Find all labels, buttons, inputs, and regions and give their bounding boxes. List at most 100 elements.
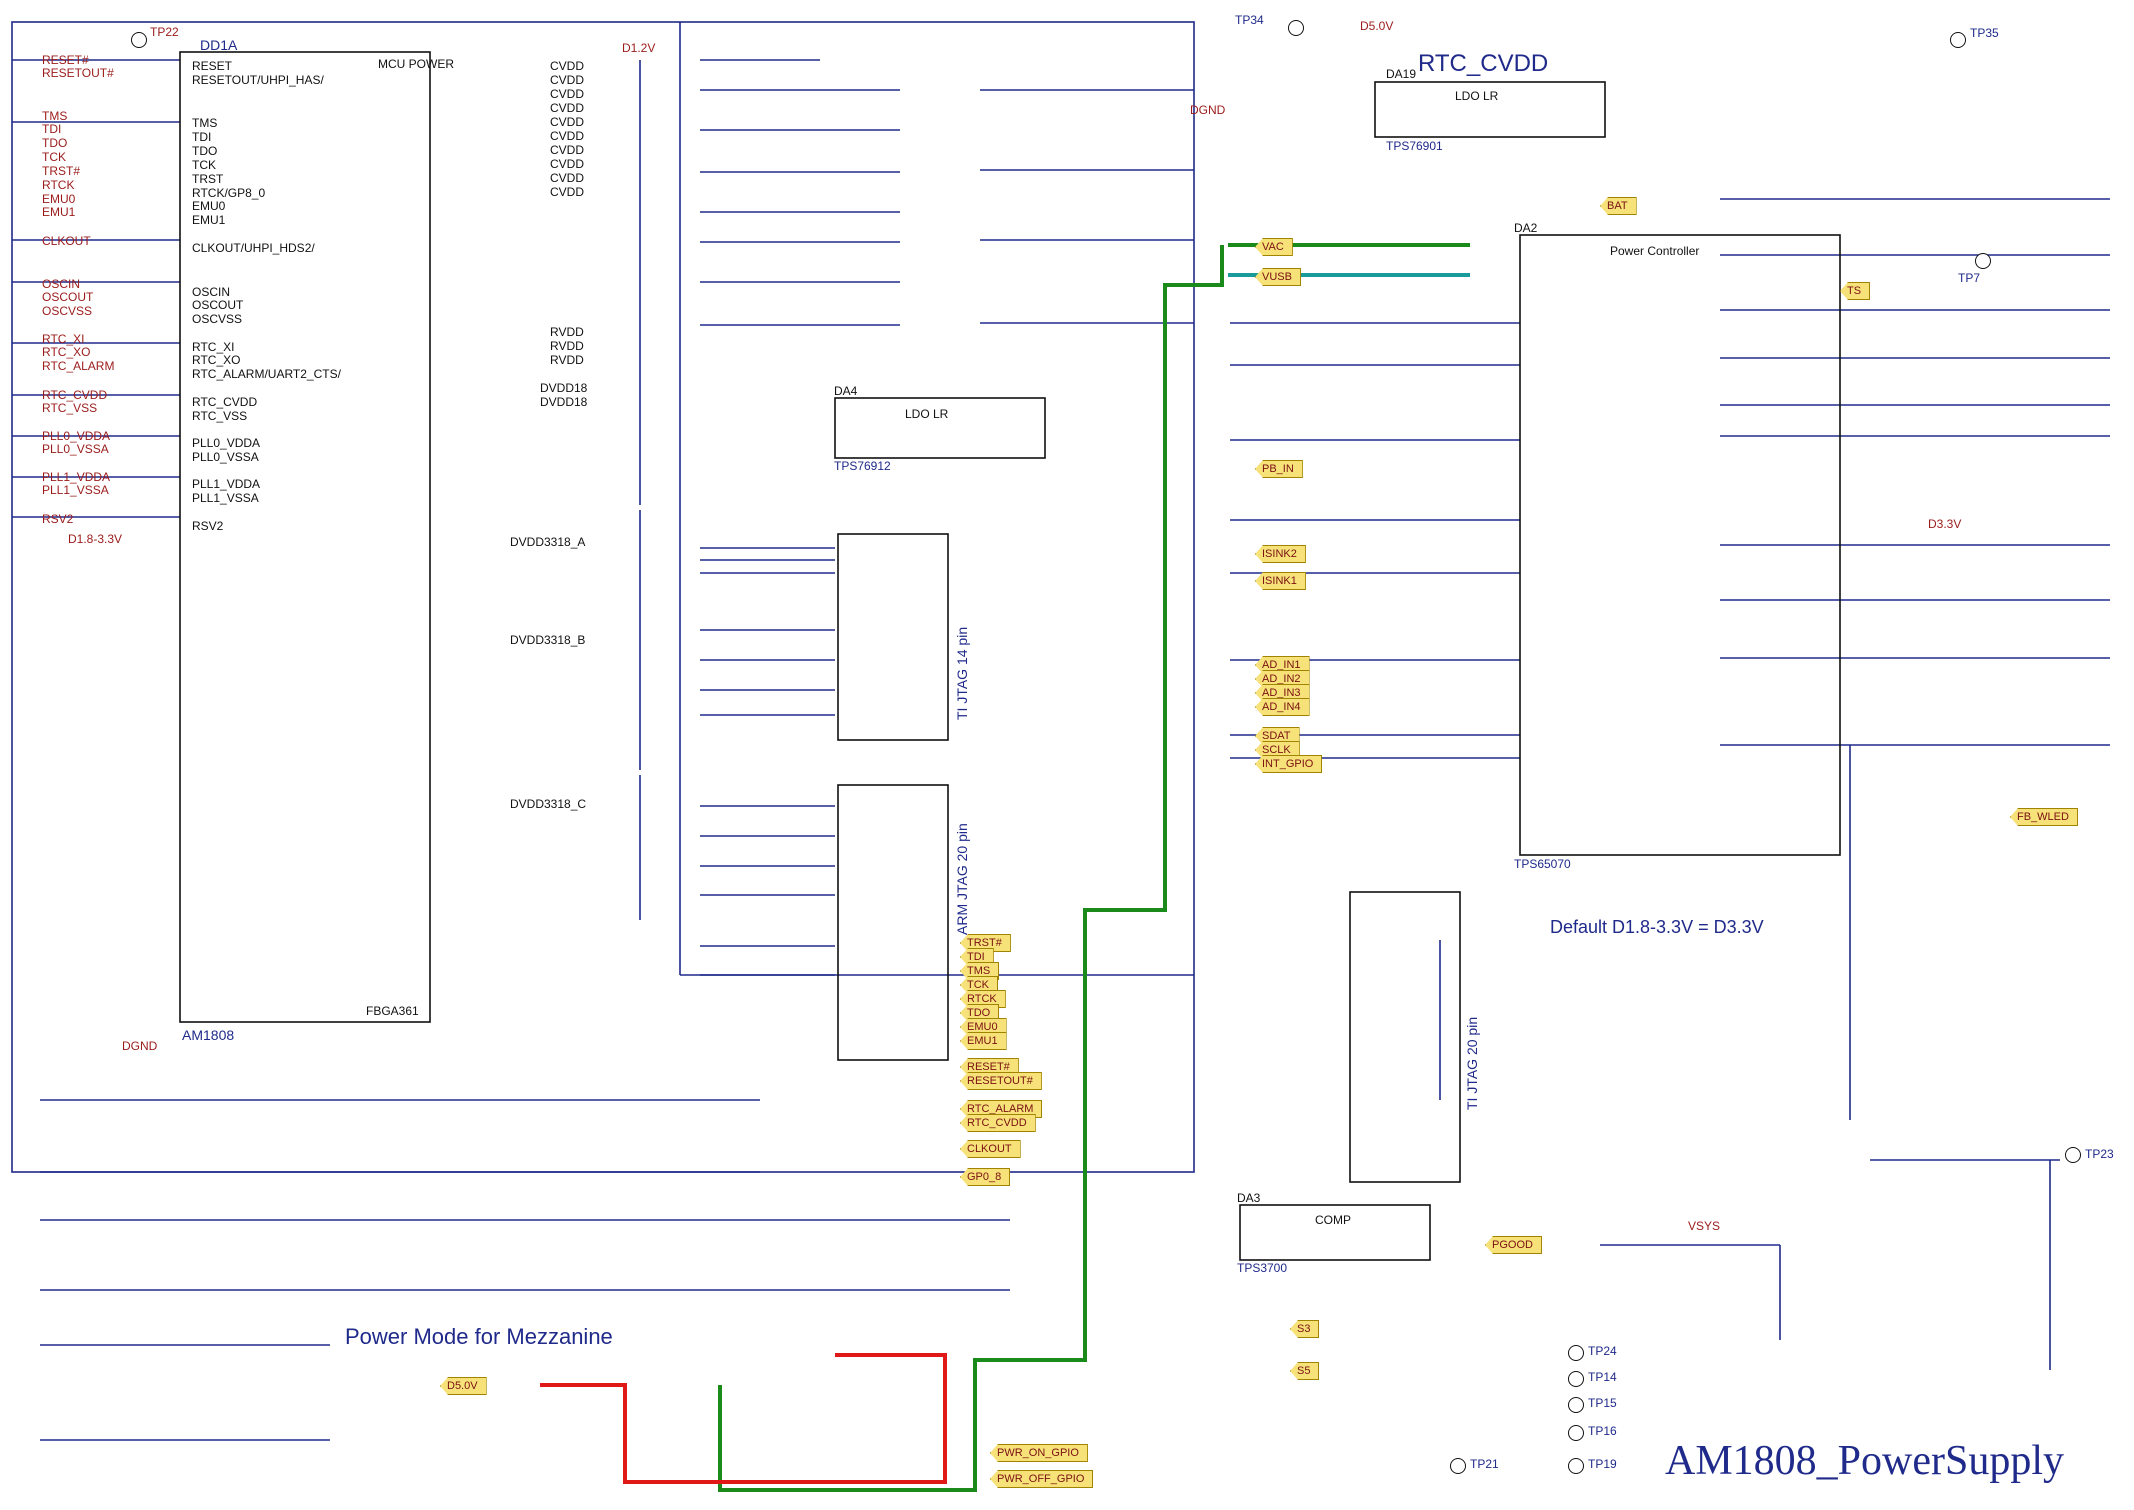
pin-right-3: CVDD [550,101,585,115]
flag-bat: BAT [1600,197,1637,215]
flag-ad-in4: AD_IN4 [1255,698,1310,716]
pin-net-oscin: OSCIN [42,277,81,291]
block-da3-label: COMP [1315,1213,1351,1227]
testpoint-tp21[interactable] [1450,1458,1466,1474]
pin-right-12: RVDD [550,353,584,367]
pin-right-16: DVDD3318_B [510,633,586,647]
testpoint-tp14-label: TP14 [1588,1370,1617,1384]
block-da4-label: LDO LR [905,407,949,421]
pin-net-trst: TRST# [42,164,81,178]
testpoint-tp35[interactable] [1950,32,1966,48]
pin-right-1: CVDD [550,73,585,87]
pin-net-rtc-cvdd: RTC_CVDD [42,388,108,402]
pin-name-rtc-alarm: RTC_ALARM/UART2_CTS/ [192,367,341,381]
block-da2-part: TPS65070 [1514,857,1571,871]
mcu-part: AM1808 [182,1027,235,1043]
jtag20-arm-label: ARM JTAG 20 pin [954,823,970,935]
mcu-ref: DD1A [200,37,238,53]
net-d12v: D1.2V [622,41,656,55]
testpoint-tp15[interactable] [1568,1397,1584,1413]
pin-net-rtc-xo: RTC_XO [42,345,91,359]
flag-emu0: EMU0 [960,1018,1007,1036]
block-da2-label: Power Controller [1610,244,1700,258]
pin-right-4: CVDD [550,115,585,129]
flag-pgood: PGOOD [1485,1236,1542,1254]
pin-right-0: CVDD [550,59,585,73]
testpoint-tp23[interactable] [2065,1147,2081,1163]
pin-right-5: CVDD [550,129,585,143]
flag-ts: TS [1840,282,1871,300]
flag-rtc-cvdd: RTC_CVDD [960,1114,1036,1132]
pin-net-pll0-vdda: PLL0_VDDA [42,429,111,443]
block-da19-label: LDO LR [1455,89,1499,103]
pin-name-trst: TRST [192,172,224,186]
pin-net-emu1: EMU1 [42,205,76,219]
pin-net-emu0: EMU0 [42,192,76,206]
testpoint-tp21-label: TP21 [1470,1457,1499,1471]
net-d18-33v: D1.8-3.3V [68,532,123,546]
pin-right-15: DVDD3318_A [510,535,586,549]
pin-net-reset: RESET# [42,53,89,67]
pin-right-6: CVDD [550,143,585,157]
pin-name-oscin: OSCIN [192,285,231,299]
testpoint-tp24[interactable] [1568,1345,1584,1361]
flag-tdo: TDO [960,1004,1000,1022]
pin-name-rtc-cvdd: RTC_CVDD [192,395,258,409]
pin-name-pll1-vdda: PLL1_VDDA [192,477,261,491]
net-d50v: D5.0V [1360,19,1394,33]
mcu-power-label: MCU POWER [378,57,454,71]
pin-name-tms: TMS [192,116,218,130]
pin-right-11: RVDD [550,339,584,353]
flag-isink1: ISINK1 [1255,572,1306,590]
testpoint-tp15-label: TP15 [1588,1396,1617,1410]
rtc-title: RTC_CVDD [1418,50,1549,77]
testpoint-tp14[interactable] [1568,1371,1584,1387]
testpoint-tp19[interactable] [1568,1458,1584,1474]
block-da19-part: TPS76901 [1386,139,1443,153]
pin-net-clkout: CLKOUT [42,234,91,248]
block-da4-ref: DA4 [834,384,858,398]
pin-net-oscout: OSCOUT [42,290,94,304]
pin-net-tdo: TDO [42,136,68,150]
pin-right-13: DVDD18 [540,381,588,395]
testpoint-tp34[interactable] [1288,20,1304,36]
pin-name-oscout: OSCOUT [192,298,244,312]
flag-s5: S5 [1290,1362,1320,1380]
pin-name-rtck: RTCK/GP8_0 [192,186,266,200]
power-mode-title: Power Mode for Mezzanine [345,1324,613,1349]
pin-name-pll0-vssa: PLL0_VSSA [192,450,259,464]
pin-name-oscvss: OSCVSS [192,312,243,326]
testpoint-tp16[interactable] [1568,1425,1584,1441]
default-note: Default D1.8-3.3V = D3.3V [1550,917,1764,937]
jtag20-ti-label: TI JTAG 20 pin [1464,1016,1480,1110]
flag-vac: VAC [1255,238,1293,256]
pin-name-pll1-vssa: PLL1_VSSA [192,491,259,505]
mcu-package: FBGA361 [366,1004,419,1018]
testpoint-tp24-label: TP24 [1588,1344,1617,1358]
testpoint-tp22[interactable] [131,32,147,48]
flag-emu1: EMU1 [960,1032,1007,1050]
pin-name-resetout: RESETOUT/UHPI_HAS/ [192,73,324,87]
pin-net-rtc-xi: RTC_XI [42,332,85,346]
pin-name-clkout: CLKOUT/UHPI_HDS2/ [192,241,315,255]
block-da3-part: TPS3700 [1237,1261,1288,1275]
flag-ad-in3: AD_IN3 [1255,684,1310,702]
net-dgnd-2: DGND [1190,103,1226,117]
pin-right-7: CVDD [550,157,585,171]
pin-name-tdo: TDO [192,144,218,158]
flag-isink2: ISINK2 [1255,545,1306,563]
block-da2-ref: DA2 [1514,221,1538,235]
pin-name-tdi: TDI [192,130,212,144]
net-vsys: VSYS [1688,1219,1721,1233]
pin-right-17: DVDD3318_C [510,797,587,811]
jtag14-label: TI JTAG 14 pin [954,626,970,720]
pin-net-tck: TCK [42,150,66,164]
pin-right-10: RVDD [550,325,584,339]
pin-net-rsv2: RSV2 [42,512,74,526]
pin-net-resetout: RESETOUT# [42,66,114,80]
flag-s3: S3 [1290,1320,1320,1338]
testpoint-tp7[interactable] [1975,253,1991,269]
pin-net-tms: TMS [42,109,68,123]
flag-gp0-8: GP0_8 [960,1168,1011,1186]
